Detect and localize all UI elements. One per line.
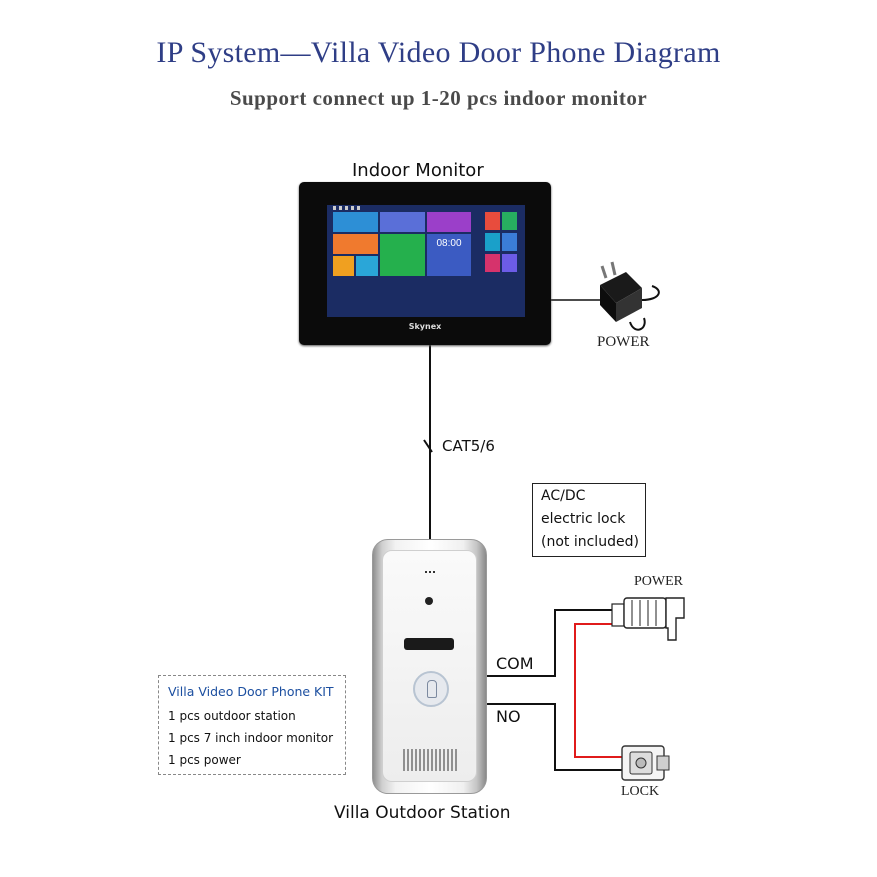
lock-note-line: electric lock [541,511,626,527]
cable-mark [423,439,433,453]
name-plate [404,638,454,650]
lock-power-plug-icon [611,597,685,641]
monitor-brand: Skynex [408,322,442,331]
no-label: NO [496,707,521,726]
call-button[interactable] [413,671,449,707]
lock-label: LOCK [621,784,660,799]
kit-title: Villa Video Door Phone KIT [168,684,334,699]
lock-note-box: AC/DC electric lock (not included) [532,483,646,557]
monitor-screen: 08:00 [327,205,525,317]
power-adapter-icon [600,261,660,331]
page-title: IP System—Villa Video Door Phone Diagram [156,36,721,69]
station-label: Villa Outdoor Station [334,803,511,823]
com-wire [485,609,612,677]
com-label: COM [496,654,534,673]
kit-item: 1 pcs 7 inch indoor monitor [168,731,334,745]
cable-label: CAT5/6 [442,437,495,455]
no-wire [485,703,622,771]
red-wire [574,623,622,758]
kit-item: 1 pcs power [168,753,241,767]
speaker-dots [425,571,437,573]
monitor-label: Indoor Monitor [352,160,484,181]
lock-power-label: POWER [634,574,683,589]
kit-item: 1 pcs outdoor station [168,709,296,723]
outdoor-station [372,539,487,794]
kit-contents-box: Villa Video Door Phone KIT 1 pcs outdoor… [158,675,346,775]
lock-note-line: (not included) [541,534,639,550]
electric-lock-icon [621,745,670,781]
speaker-grille [403,749,457,771]
lock-note-line: AC/DC [541,488,586,504]
hand-icon [427,680,437,698]
power-label: POWER [597,334,650,350]
page-subtitle: Support connect up 1-20 pcs indoor monit… [229,86,648,110]
indoor-monitor: 08:00 Skynex [299,182,551,345]
clock-tile: 08:00 [427,234,471,276]
camera-icon [425,597,433,605]
